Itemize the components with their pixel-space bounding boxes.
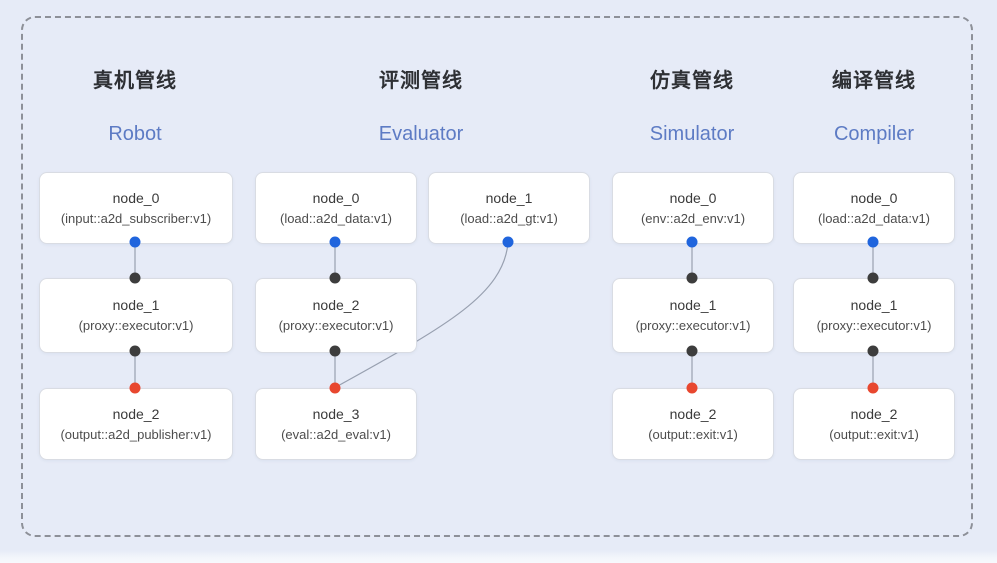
compiler-node-2-box: node_2 (output::exit:v1) <box>793 388 955 460</box>
evaluator-node-1-box: node_1 (load::a2d_gt:v1) <box>428 172 590 244</box>
node-name: node_2 <box>312 297 360 314</box>
node-name: node_1 <box>112 297 160 314</box>
node-type: (output::a2d_publisher:v1) <box>60 426 212 442</box>
node-type: (env::a2d_env:v1) <box>640 210 746 226</box>
dashed-border-frame <box>21 16 973 537</box>
node-type: (load::a2d_gt:v1) <box>460 210 558 226</box>
robot-title-zh: 真机管线 <box>93 70 177 92</box>
compiler-title-en: Compiler <box>833 123 915 145</box>
simulator-node0-out-port-dot <box>686 236 698 248</box>
compiler-node1-in-port-dot <box>867 272 879 284</box>
robot-node1-out-port-dot <box>129 345 141 357</box>
node-type: (proxy::executor:v1) <box>278 318 394 334</box>
robot-node2-in-port-dot <box>129 382 141 394</box>
robot-node-0-box: node_0 (input::a2d_subscriber:v1) <box>39 172 233 244</box>
evaluator-node2-out-port-dot <box>329 345 341 357</box>
evaluator-title-zh: 评测管线 <box>379 70 463 92</box>
simulator-node1-out-port-dot <box>686 345 698 357</box>
simulator-node-0-box: node_0 (env::a2d_env:v1) <box>612 172 774 244</box>
node-type: (eval::a2d_eval:v1) <box>281 426 391 442</box>
node-type: (proxy::executor:v1) <box>78 318 194 334</box>
robot-title-en: Robot <box>108 123 162 145</box>
simulator-node2-in-port-dot <box>686 382 698 394</box>
simulator-title-zh: 仿真管线 <box>650 70 734 92</box>
node-type: (proxy::executor:v1) <box>635 318 751 334</box>
simulator-node1-in-port-dot <box>686 272 698 284</box>
evaluator-node-3-box: node_3 (eval::a2d_eval:v1) <box>255 388 417 460</box>
node-name: node_2 <box>112 405 160 422</box>
node-name: node_1 <box>485 189 533 206</box>
compiler-node1-out-port-dot <box>867 345 879 357</box>
evaluator-title-en: Evaluator <box>378 123 464 145</box>
node-type: (output::exit:v1) <box>648 426 738 442</box>
robot-node0-out-port-dot <box>129 236 141 248</box>
node-type: (proxy::executor:v1) <box>816 318 932 334</box>
evaluator-node1-out-port-dot <box>502 236 514 248</box>
compiler-node-0-box: node_0 (load::a2d_data:v1) <box>793 172 955 244</box>
node-name: node_1 <box>850 297 898 314</box>
node-name: node_1 <box>669 297 717 314</box>
node-name: node_0 <box>312 189 360 206</box>
simulator-title-en: Simulator <box>649 123 735 145</box>
simulator-node-2-box: node_2 (output::exit:v1) <box>612 388 774 460</box>
compiler-title-zh: 编译管线 <box>832 70 916 92</box>
evaluator-node3-in-port-dot <box>329 382 341 394</box>
evaluator-node2-in-port-dot <box>329 272 341 284</box>
compiler-node2-in-port-dot <box>867 382 879 394</box>
node-name: node_3 <box>312 405 360 422</box>
compiler-node0-out-port-dot <box>867 236 879 248</box>
robot-node-1-box: node_1 (proxy::executor:v1) <box>39 278 233 353</box>
simulator-node-1-box: node_1 (proxy::executor:v1) <box>612 278 774 353</box>
node-type: (load::a2d_data:v1) <box>817 210 931 226</box>
node-name: node_0 <box>850 189 898 206</box>
robot-node1-in-port-dot <box>129 272 141 284</box>
node-name: node_2 <box>669 405 717 422</box>
node-type: (load::a2d_data:v1) <box>279 210 393 226</box>
node-type: (input::a2d_subscriber:v1) <box>60 210 212 226</box>
evaluator-node-2-box: node_2 (proxy::executor:v1) <box>255 278 417 353</box>
node-type: (output::exit:v1) <box>829 426 919 442</box>
node-name: node_2 <box>850 405 898 422</box>
evaluator-edge-n1-n3-curve <box>335 242 509 388</box>
node-name: node_0 <box>669 189 717 206</box>
evaluator-node0-out-port-dot <box>329 236 341 248</box>
robot-node-2-box: node_2 (output::a2d_publisher:v1) <box>39 388 233 460</box>
node-name: node_0 <box>112 189 160 206</box>
